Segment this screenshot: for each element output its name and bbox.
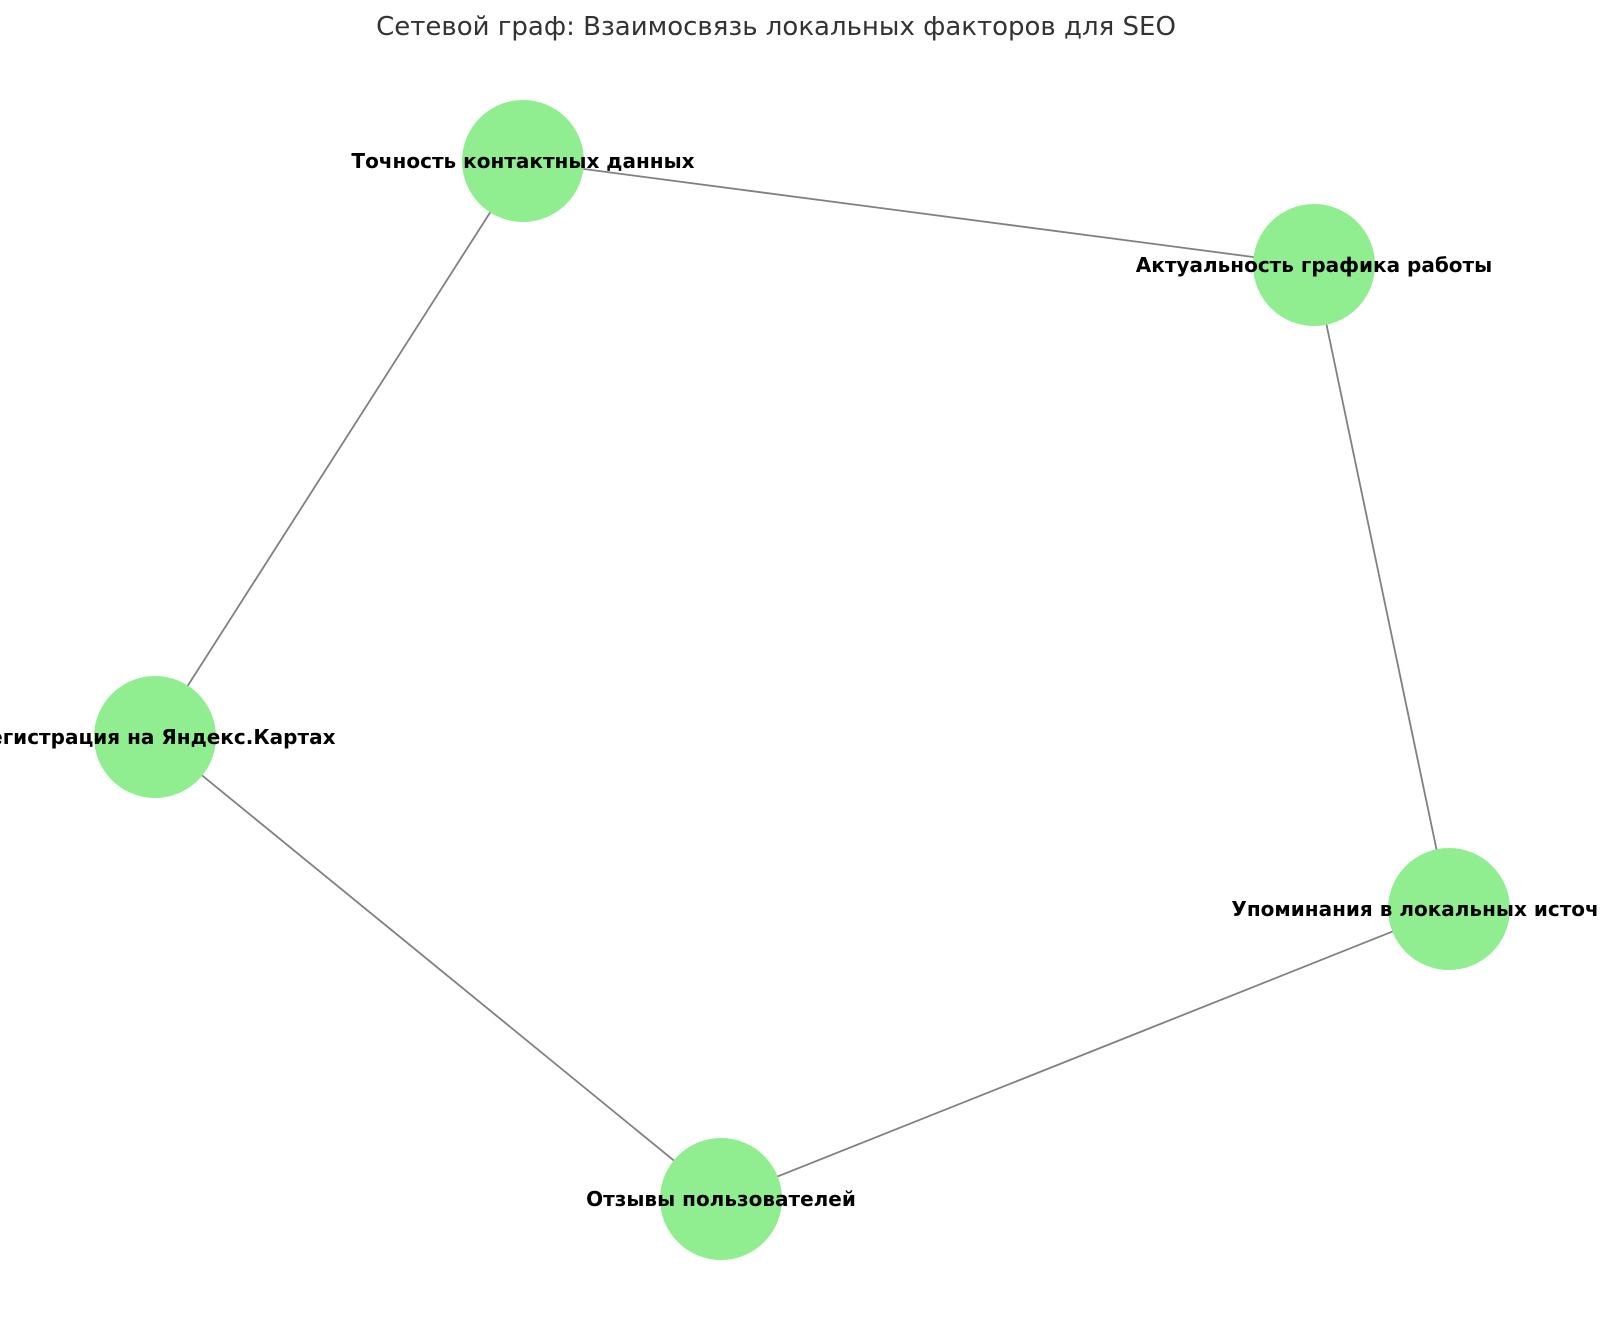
graph-edge-yandex-maps--contact-accuracy: [154, 160, 524, 738]
chart-title: Сетевой граф: Взаимосвязь локальных факт…: [376, 12, 1176, 42]
graph-node-contact-accuracy: [462, 100, 584, 222]
graph-edge-work-schedule--local-mentions: [1313, 264, 1450, 910]
graph-node-user-reviews: [660, 1138, 782, 1260]
graph-node-local-mentions: [1388, 848, 1510, 970]
graph-edge-contact-accuracy--work-schedule: [522, 160, 1315, 266]
graph-node-work-schedule: [1253, 204, 1375, 326]
graph-node-yandex-maps: [94, 676, 216, 798]
graph-edge-user-reviews--yandex-maps: [154, 736, 722, 1200]
graph-edge-local-mentions--user-reviews: [720, 908, 1450, 1200]
